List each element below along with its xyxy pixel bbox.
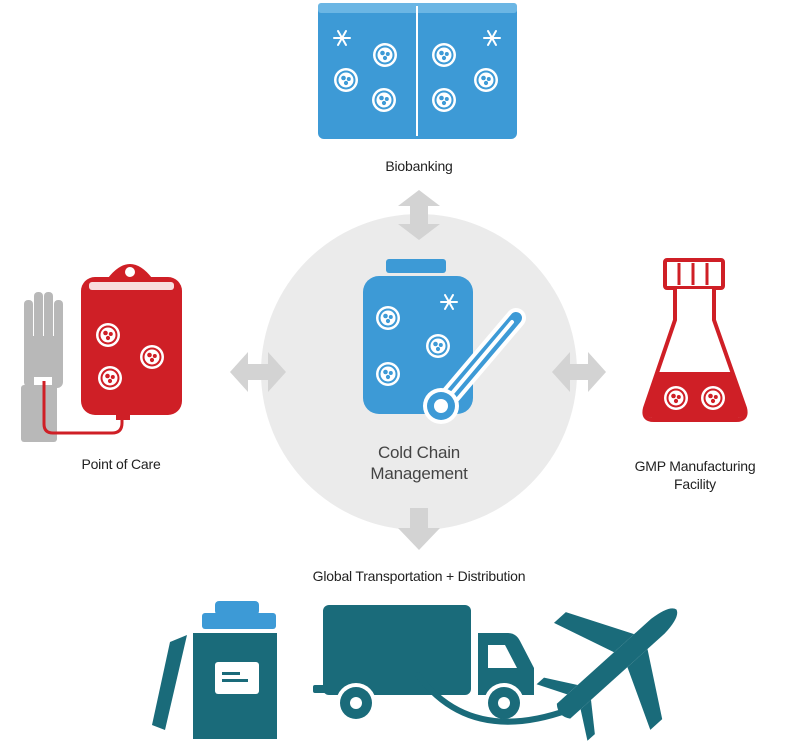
- arrow-left-right-right: [552, 352, 606, 392]
- swoosh-curve: [415, 672, 571, 725]
- gmp-facility-label-line1: GMP Manufacturing: [634, 458, 756, 474]
- truck-icon: [313, 605, 534, 723]
- blood-bag-icon: [81, 264, 182, 420]
- iv-tube: [42, 381, 124, 435]
- biobanking-label-text: Biobanking: [385, 158, 453, 174]
- arrow-down-bottom: [398, 508, 440, 550]
- shipping-box-icon: [152, 601, 277, 739]
- point-of-care-label-text: Point of Care: [81, 456, 161, 472]
- global-transport-label: Global Transportation + Distribution: [259, 567, 579, 585]
- gmp-facility-label: GMP Manufacturing Facility: [605, 457, 785, 493]
- hand-icon: [21, 292, 63, 442]
- biobanking-label: Biobanking: [339, 157, 499, 175]
- freezer-cells-icon: [318, 3, 517, 139]
- cold-chain-label: Cold Chain Management: [339, 442, 499, 484]
- arrow-up-down-top: [398, 190, 440, 240]
- cold-chain-label-line2: Management: [370, 464, 468, 483]
- arrow-left-right-left: [230, 352, 286, 392]
- cold-chain-label-line1: Cold Chain: [377, 443, 461, 462]
- airplane-icon: [536, 608, 678, 741]
- flask-icon: [642, 258, 748, 422]
- point-of-care-label: Point of Care: [46, 455, 196, 473]
- container-thermometer-icon: [363, 259, 526, 424]
- global-transport-label-text: Global Transportation + Distribution: [312, 568, 526, 584]
- gmp-facility-label-line2: Facility: [674, 476, 716, 492]
